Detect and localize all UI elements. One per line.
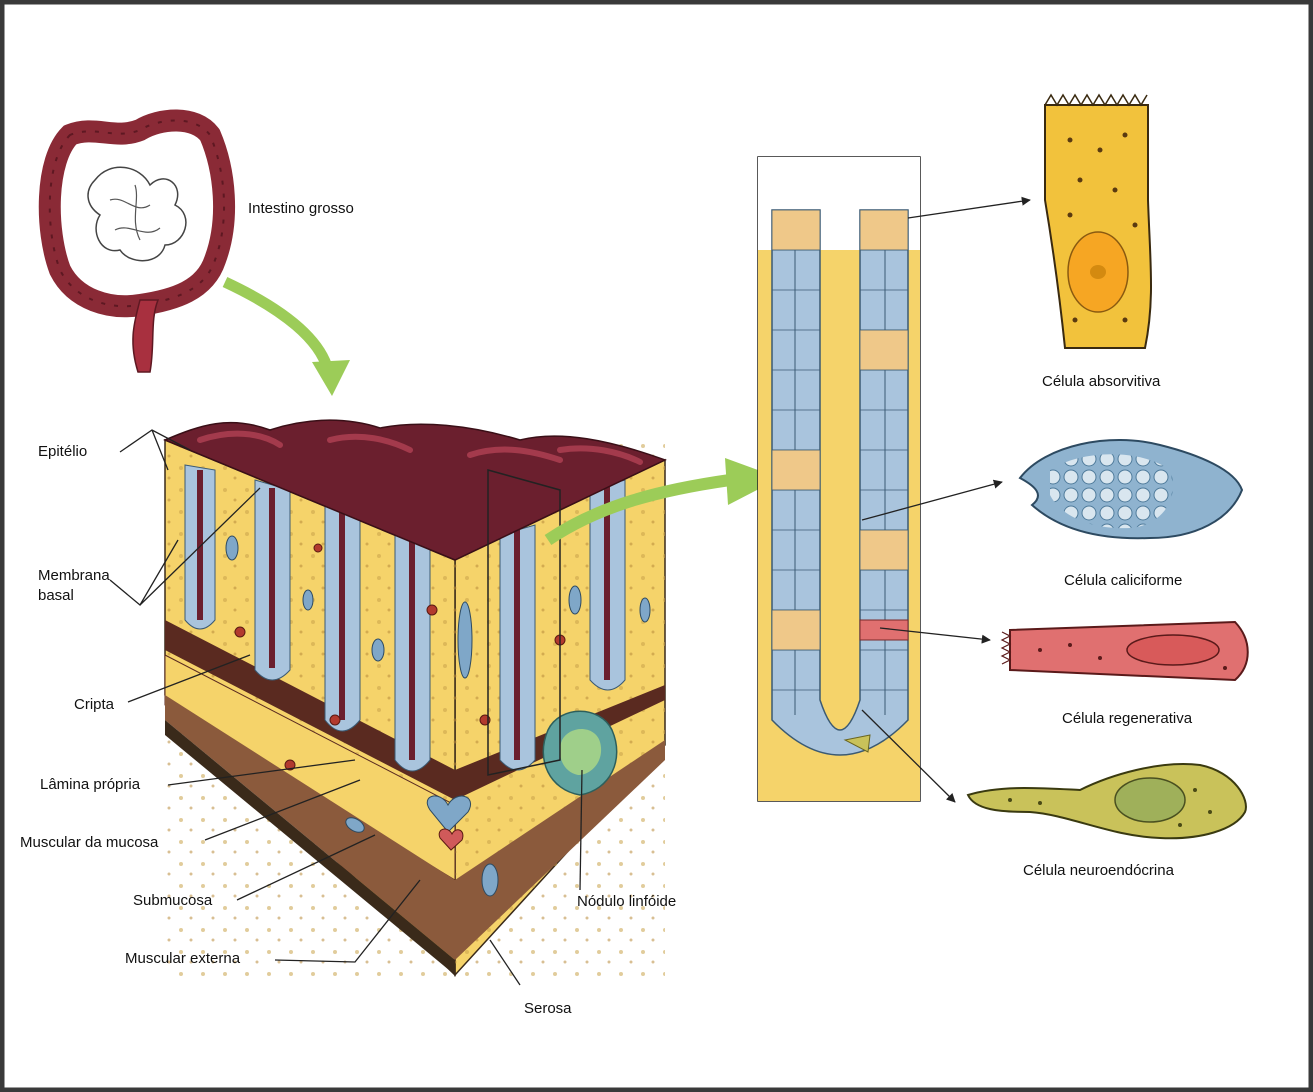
label-intestino-grosso: Intestino grosso <box>248 200 354 218</box>
label-cripta: Cripta <box>74 696 114 714</box>
green-arrow-1-head <box>312 360 350 396</box>
label-celula-regenerativa: Célula regenerativa <box>1062 710 1192 728</box>
label-celula-absorvitiva: Célula absorvitiva <box>1042 373 1160 391</box>
absorptive-cell-icon <box>1045 95 1151 348</box>
label-serosa: Serosa <box>524 1000 572 1018</box>
neuroendocrine-cell-icon <box>968 764 1246 838</box>
large-intestine-icon <box>50 120 224 372</box>
green-arrow-1 <box>225 282 328 370</box>
label-nodulo-linfoide: Nódulo linfóide <box>577 893 676 911</box>
label-celula-caliciforme: Célula caliciforme <box>1064 572 1182 590</box>
goblet-cell-icon <box>1020 440 1242 538</box>
crypt-detail-icon <box>758 157 920 801</box>
label-membrana-basal-line1: Membrana <box>38 567 110 585</box>
label-muscular-da-mucosa: Muscular da mucosa <box>20 834 158 852</box>
label-lamina-propria: Lâmina própria <box>40 776 140 794</box>
label-submucosa: Submucosa <box>133 892 212 910</box>
label-muscular-externa: Muscular externa <box>125 950 240 968</box>
regenerative-cell-icon <box>1002 622 1248 680</box>
label-membrana-basal-line2: basal <box>38 587 74 605</box>
label-epitelio: Epitélio <box>38 443 87 461</box>
label-celula-neuroendocrina: Célula neuroendócrina <box>1023 862 1174 880</box>
